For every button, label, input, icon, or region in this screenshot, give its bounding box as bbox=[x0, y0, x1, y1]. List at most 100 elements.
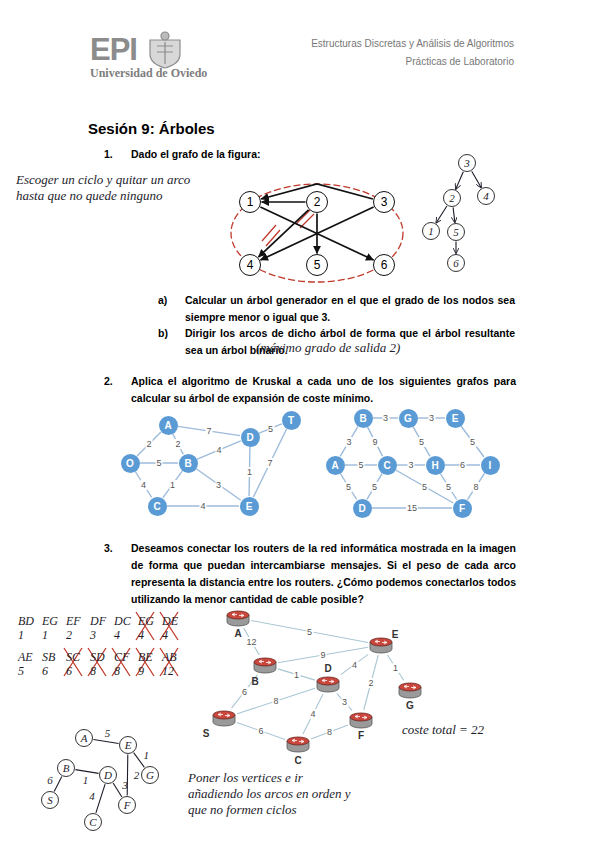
handwritten-vertex: C bbox=[84, 813, 102, 831]
router-node: B bbox=[253, 656, 277, 674]
handwritten-vertex: G bbox=[141, 766, 159, 784]
router-node: A bbox=[226, 609, 250, 627]
graph-vertex: D bbox=[353, 499, 372, 518]
graph-vertex: C bbox=[378, 456, 397, 475]
vertex-label: G bbox=[146, 769, 154, 781]
graph-vertex: A bbox=[159, 416, 178, 435]
handwritten-vertex: F bbox=[118, 796, 136, 814]
graph-edge bbox=[337, 694, 352, 711]
handwritten-vertex: D bbox=[99, 766, 117, 784]
router-label: S bbox=[203, 728, 210, 739]
handwritten-table-cell: 1 bbox=[18, 628, 24, 643]
exercise-text: Deseamos conectar los routers de la red … bbox=[131, 540, 516, 608]
graph-edge bbox=[197, 441, 241, 459]
graph-edge bbox=[468, 473, 485, 499]
vertex-label: O bbox=[126, 458, 134, 469]
university-name: Universidad de Oviedo bbox=[90, 66, 207, 81]
graph-edge bbox=[340, 474, 356, 500]
vertex-label: 5 bbox=[314, 258, 321, 272]
graph-edge bbox=[96, 784, 105, 813]
edge-weight: 8 bbox=[326, 727, 333, 737]
edge-weight: 6 bbox=[257, 726, 264, 736]
graph-vertex: C bbox=[148, 497, 167, 516]
handwritten-table-cell: 6 bbox=[66, 664, 72, 679]
router-label: E bbox=[392, 629, 399, 640]
graph-edge bbox=[237, 688, 315, 714]
router-icon bbox=[369, 636, 393, 654]
handwritten-vertex: A bbox=[75, 729, 93, 747]
graph-edge bbox=[436, 206, 447, 223]
handwritten-table-cell: 4 bbox=[138, 628, 144, 643]
graph-edge bbox=[135, 472, 151, 498]
vertex-label: E bbox=[246, 501, 253, 512]
graph-edge bbox=[387, 655, 403, 680]
vertex-label: 1 bbox=[247, 195, 254, 209]
handwritten-vertex: 5 bbox=[447, 223, 465, 241]
edge-weight: 5 bbox=[306, 627, 313, 637]
graph-edge bbox=[364, 655, 379, 710]
edge-weight: 15 bbox=[406, 503, 418, 513]
router-node: S bbox=[212, 709, 236, 727]
router-icon bbox=[212, 709, 236, 727]
vertex-label: 3 bbox=[381, 195, 388, 209]
edge-weight: 4 bbox=[88, 791, 96, 801]
vertex-label: B bbox=[359, 413, 366, 424]
vertex-label: A bbox=[331, 460, 338, 471]
vertex-label: I bbox=[489, 460, 492, 471]
edge-weight: 2 bbox=[367, 678, 374, 688]
router-label: G bbox=[406, 700, 414, 711]
handwritten-table-cell: 1 bbox=[42, 628, 48, 643]
vertex-label: 6 bbox=[453, 257, 459, 269]
graph-vertex: E bbox=[446, 409, 465, 428]
edge-weight: 4 bbox=[140, 480, 147, 490]
item-letter: a) bbox=[158, 292, 167, 309]
graph-edge bbox=[173, 434, 184, 454]
edge-weight: 5 bbox=[267, 424, 274, 434]
graph-edge bbox=[367, 474, 382, 500]
university-crest bbox=[150, 32, 180, 68]
graph-edge bbox=[396, 470, 454, 503]
edge-weight: 4 bbox=[351, 660, 358, 670]
exercise-text: Aplica el algoritmo de Kruskal a cada un… bbox=[131, 373, 516, 407]
edge-weight: 6 bbox=[459, 460, 466, 470]
handwritten-table-cell: AB bbox=[162, 650, 177, 665]
graph-edge bbox=[244, 628, 260, 655]
edge-weight: 7 bbox=[205, 426, 212, 436]
edge-weight: 3 bbox=[407, 460, 414, 470]
edge-weight: 5 bbox=[445, 482, 452, 492]
router-label: C bbox=[294, 755, 301, 766]
handwritten-vertex: 4 bbox=[477, 187, 495, 205]
edge-weight: 3 bbox=[382, 413, 389, 423]
router-icon bbox=[226, 609, 250, 627]
handwritten-table-cell: DC bbox=[114, 614, 131, 629]
vertex-label: 5 bbox=[453, 226, 459, 238]
graph-edge bbox=[251, 621, 368, 643]
handwritten-table-cell: BE bbox=[138, 650, 153, 665]
logo-text: EPI bbox=[90, 32, 137, 68]
graph-edge bbox=[260, 207, 373, 260]
edge-weight: 1 bbox=[246, 467, 253, 477]
graph-vertex: F bbox=[453, 499, 472, 518]
vertex-label: 1 bbox=[428, 225, 434, 237]
handwritten-note: Escoger un ciclo y quitar un arco hasta … bbox=[16, 172, 221, 204]
router-label: A bbox=[234, 628, 241, 639]
vertex-label: F bbox=[459, 503, 465, 514]
handwritten-table-cell: AE bbox=[18, 650, 33, 665]
graph-edge bbox=[461, 426, 484, 457]
edge-weight: 5 bbox=[418, 437, 425, 447]
edge-weight: 2 bbox=[174, 439, 181, 449]
graph-vertex: T bbox=[282, 411, 301, 430]
vertex-label: 6 bbox=[381, 258, 388, 272]
handwritten-table-cell: 2 bbox=[66, 628, 72, 643]
edge-weight: 7 bbox=[266, 458, 273, 468]
vertex-label: D bbox=[104, 769, 112, 781]
graph-vertex: 6 bbox=[373, 254, 395, 276]
graph-vertex: B bbox=[179, 454, 198, 473]
router-node: G bbox=[398, 681, 422, 699]
edge-weight: 6 bbox=[241, 687, 248, 697]
graph-edge bbox=[455, 242, 456, 254]
graph-edge bbox=[196, 469, 241, 500]
graph-edge bbox=[456, 172, 464, 190]
edge-weight: 1 bbox=[169, 480, 176, 490]
exercise-number: 2. bbox=[104, 373, 113, 390]
